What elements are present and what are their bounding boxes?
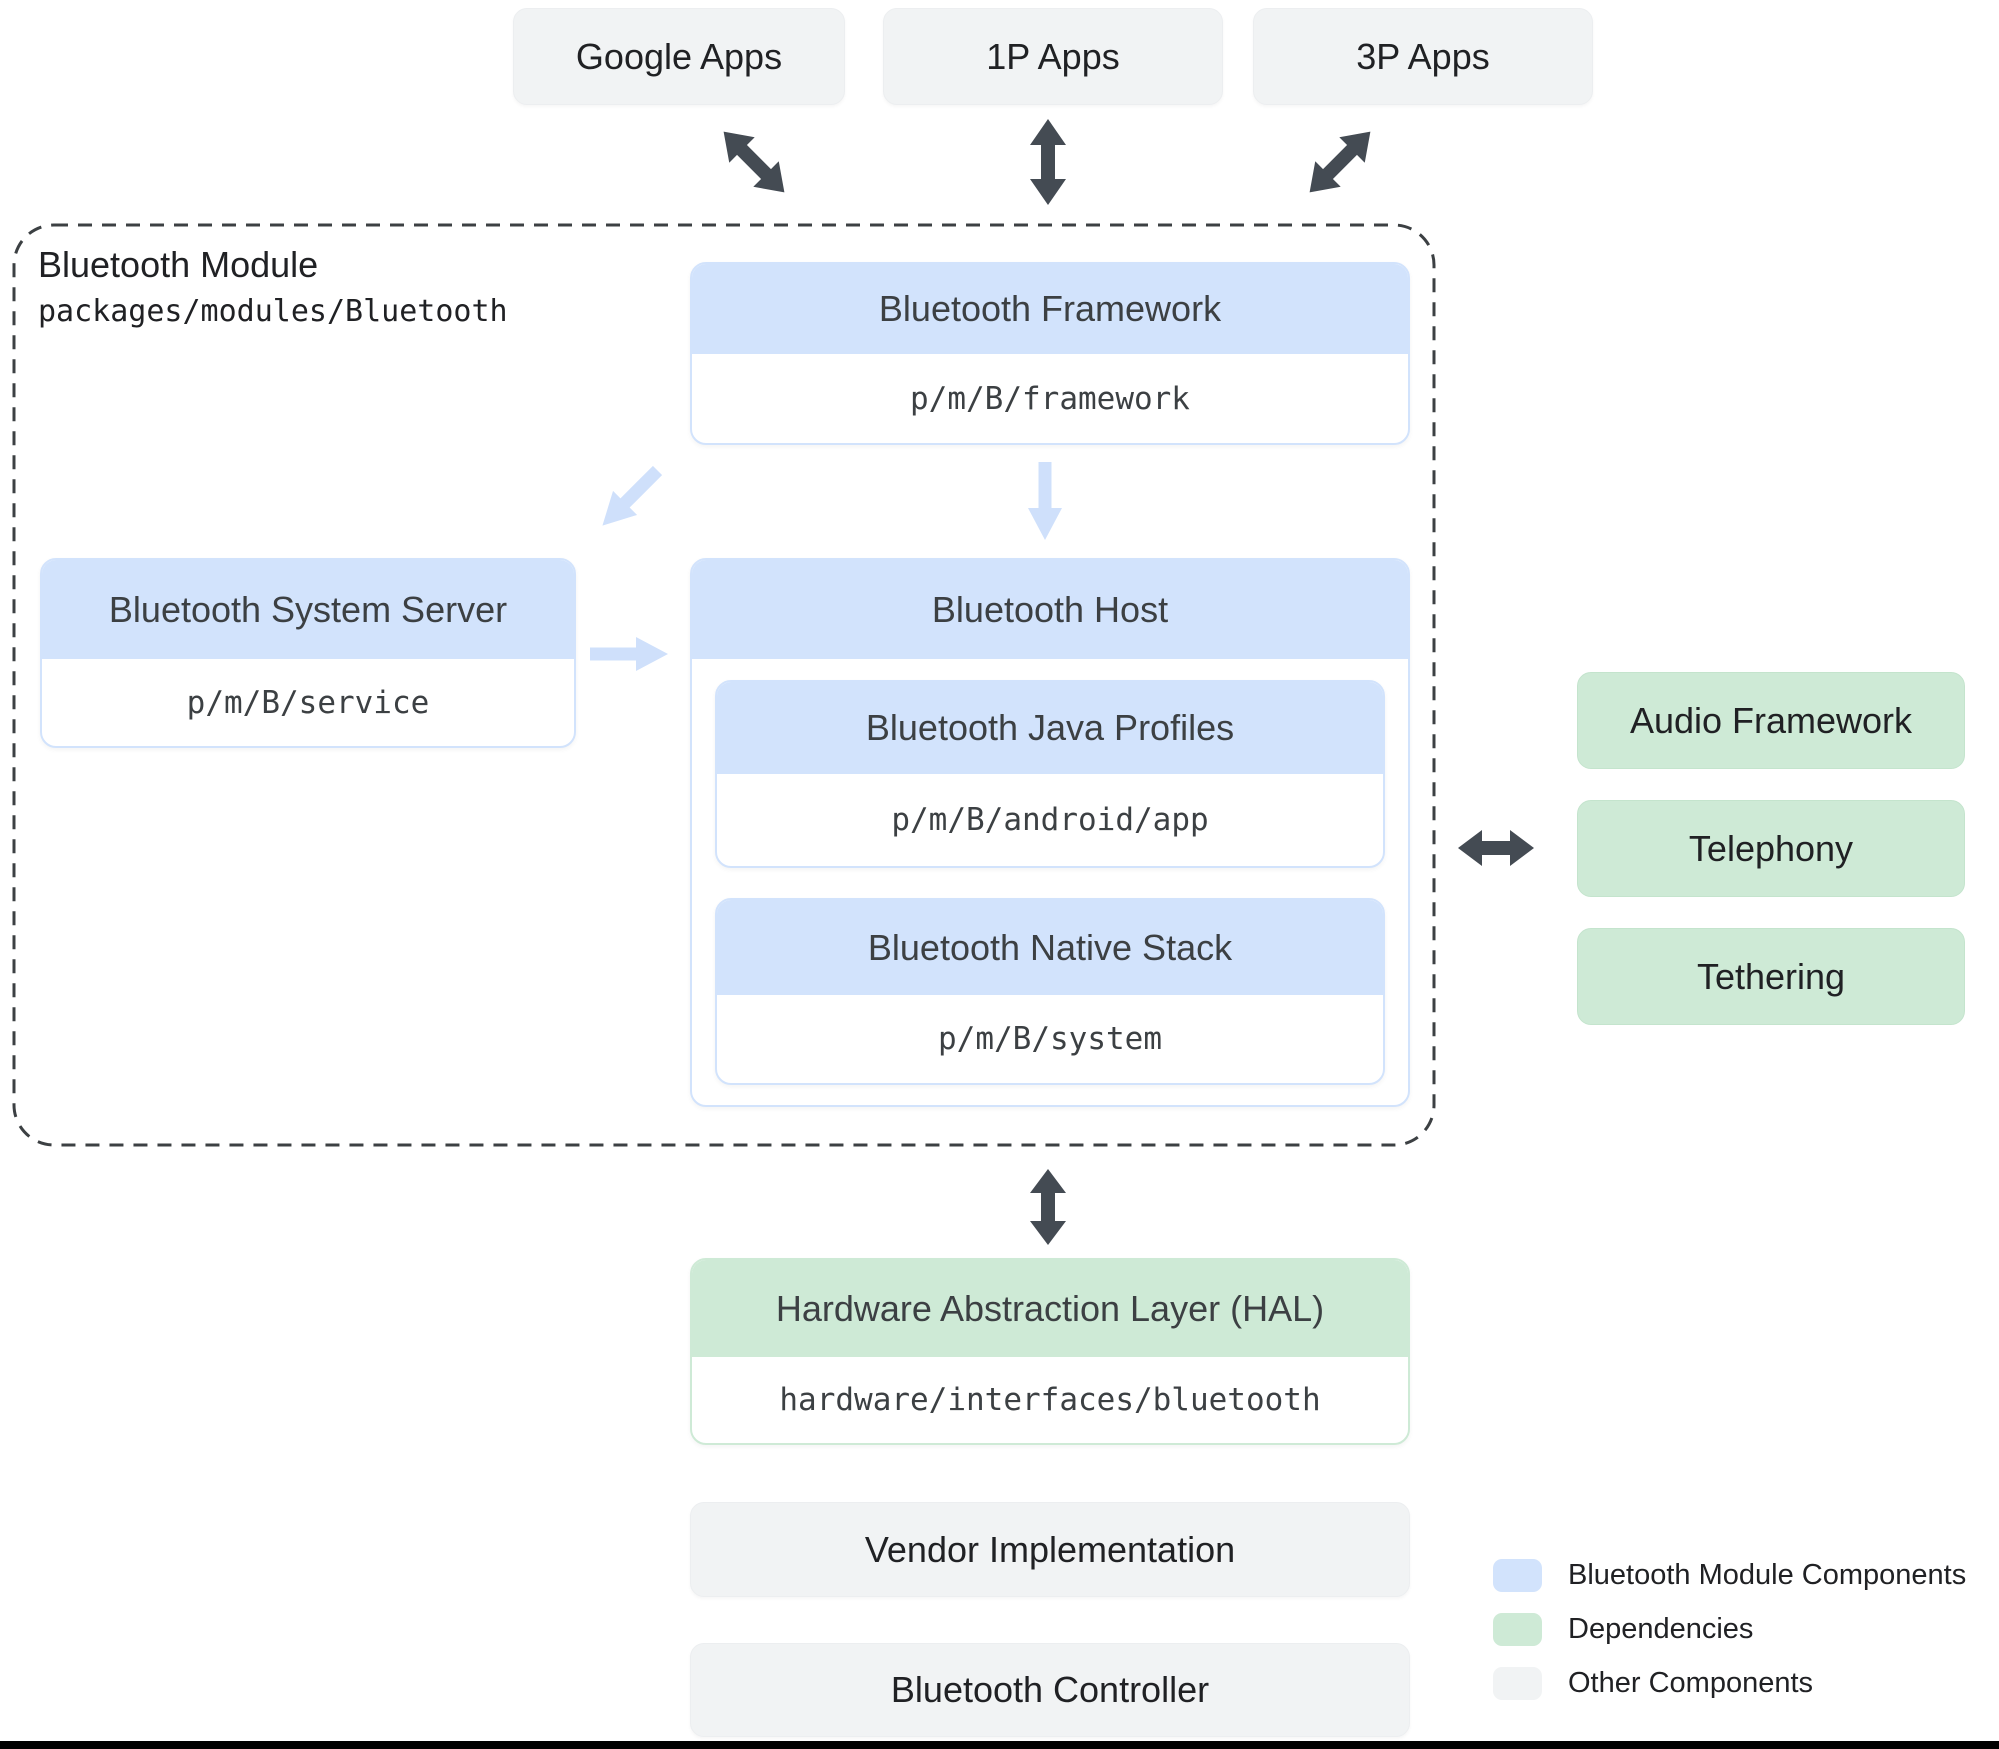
bluetooth-java-profiles-title: Bluetooth Java Profiles: [717, 682, 1383, 774]
bluetooth-controller-box: Bluetooth Controller: [690, 1643, 1410, 1737]
bluetooth-framework-box: Bluetooth Framework p/m/B/framework: [690, 262, 1410, 445]
bluetooth-java-profiles-path: p/m/B/android/app: [891, 802, 1209, 838]
third-party-apps-box: 3P Apps: [1253, 8, 1593, 105]
module-path: packages/modules/Bluetooth: [38, 294, 508, 329]
hal-path: hardware/interfaces/bluetooth: [779, 1382, 1321, 1418]
legend-label: Dependencies: [1568, 1613, 1754, 1645]
hal-box: Hardware Abstraction Layer (HAL) hardwar…: [690, 1258, 1410, 1445]
module-title: Bluetooth Module: [38, 244, 319, 285]
flow-arrow-diagonal-icon: [602, 465, 663, 526]
bidirectional-arrow-icon: [1458, 830, 1534, 866]
bluetooth-framework-title: Bluetooth Framework: [692, 264, 1408, 354]
bidirectional-arrow-icon: [1309, 131, 1371, 193]
legend-item-module-components: Bluetooth Module Components: [1493, 1559, 1966, 1592]
bluetooth-host-title: Bluetooth Host: [692, 560, 1408, 659]
bidirectional-arrow-icon: [723, 131, 785, 193]
flow-arrow-right-icon: [590, 637, 668, 671]
google-apps-box: Google Apps: [513, 8, 845, 105]
bluetooth-framework-path: p/m/B/framework: [910, 380, 1190, 417]
bidirectional-arrow-icon: [1030, 1169, 1066, 1245]
first-party-apps-box: 1P Apps: [883, 8, 1223, 105]
bluetooth-system-server-box: Bluetooth System Server p/m/B/service: [40, 558, 576, 748]
legend-item-other-components: Other Components: [1493, 1667, 1813, 1700]
flow-arrow-down-icon: [1028, 462, 1062, 540]
legend-item-dependencies: Dependencies: [1493, 1613, 1753, 1646]
legend-swatch-gray: [1493, 1667, 1542, 1700]
bluetooth-system-server-path: p/m/B/service: [186, 684, 430, 721]
telephony-box: Telephony: [1577, 800, 1965, 897]
legend-swatch-green: [1493, 1613, 1542, 1646]
bottom-border-bar: [0, 1741, 1999, 1749]
vendor-implementation-box: Vendor Implementation: [690, 1502, 1410, 1597]
bluetooth-native-stack-box: Bluetooth Native Stack p/m/B/system: [715, 898, 1385, 1085]
audio-framework-box: Audio Framework: [1577, 672, 1965, 769]
bidirectional-arrow-icon: [1030, 119, 1066, 205]
hal-title: Hardware Abstraction Layer (HAL): [692, 1260, 1408, 1357]
bluetooth-java-profiles-box: Bluetooth Java Profiles p/m/B/android/ap…: [715, 680, 1385, 868]
bluetooth-module-container: [12, 223, 1436, 1147]
bluetooth-native-stack-path: p/m/B/system: [938, 1021, 1162, 1057]
bluetooth-native-stack-title: Bluetooth Native Stack: [717, 900, 1383, 995]
legend-swatch-blue: [1493, 1559, 1542, 1592]
legend-label: Other Components: [1568, 1667, 1814, 1699]
tethering-box: Tethering: [1577, 928, 1965, 1025]
bluetooth-system-server-title: Bluetooth System Server: [42, 560, 574, 659]
legend-label: Bluetooth Module Components: [1568, 1559, 1967, 1591]
